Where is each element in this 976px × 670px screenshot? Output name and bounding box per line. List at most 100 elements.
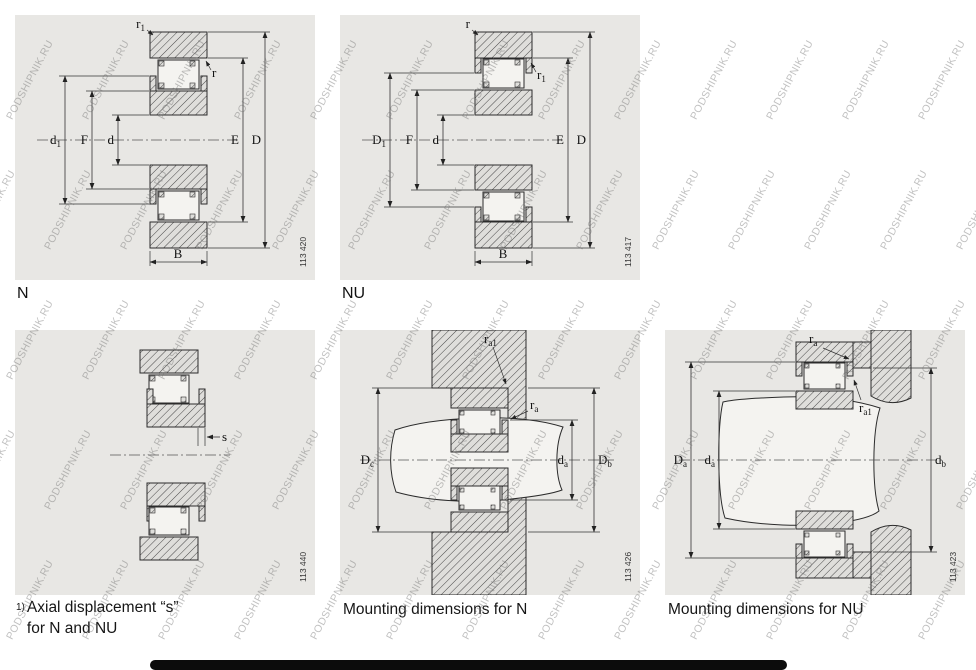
dim-label: B (174, 246, 183, 261)
dim-label: da (558, 452, 569, 469)
dim-label: db (935, 452, 947, 469)
dim-D: D (208, 31, 270, 249)
caption-line: Axial displacement “s” (26, 599, 179, 616)
dim-r: r (205, 60, 217, 80)
caption-mounting-nu: Mounting dimensions for NU (668, 599, 864, 620)
dim-ra1: ra1 (484, 331, 507, 385)
watermark-text: PODSHIPNIK.RU (954, 168, 976, 252)
dim-F: F (406, 89, 474, 191)
watermark-text: PODSHIPNIK.RU (802, 168, 854, 252)
cage-marks (459, 487, 496, 510)
caption-line: Mounting dimensions for N (343, 601, 528, 618)
figure-number: 113 423 (948, 552, 958, 582)
cage-marks (149, 507, 187, 535)
bearing-section-bottom (139, 482, 206, 561)
dim-label: s (222, 429, 227, 444)
inner-ring (149, 164, 208, 190)
dim-label: ra1 (859, 400, 872, 417)
watermark-text: PODSHIPNIK.RU (764, 38, 816, 122)
panel-axial-displacement: s 113 440 (15, 330, 315, 595)
inner-ring-flange (200, 75, 208, 92)
shaft-shoulder (852, 551, 872, 579)
watermark-text: PODSHIPNIK.RU (650, 168, 702, 252)
dim-F: F (81, 90, 149, 190)
dim-Db: Db (528, 387, 612, 533)
dim-da: da (705, 390, 795, 530)
watermark-text: PODSHIPNIK.RU (688, 38, 740, 122)
dim-label: d (108, 132, 115, 147)
inner-ring-flange (149, 75, 157, 92)
dim-d1: d1 (50, 75, 149, 205)
inner-ring-flange (450, 419, 458, 435)
dim-label: r1 (537, 67, 546, 84)
watermark-text: PODSHIPNIK.RU (916, 38, 968, 122)
cage-marks (483, 192, 521, 221)
bearing-section-bottom (450, 467, 509, 533)
inner-ring-flange (146, 388, 154, 405)
caption-line: for N and NU (26, 620, 118, 637)
dim-D: D (533, 31, 595, 249)
dim-s: s (197, 428, 227, 446)
shaft-section (870, 329, 912, 404)
dim-ra: ra (809, 331, 850, 360)
dim-B: B (474, 246, 533, 266)
watermark-text: PODSHIPNIK.RU (840, 38, 892, 122)
dim-r1: r1 (530, 62, 546, 84)
dim-d: d (108, 114, 149, 166)
cage-marks (804, 363, 841, 389)
inner-ring (149, 90, 208, 116)
dim-B: B (149, 246, 208, 266)
outer-ring-flange (525, 57, 533, 74)
outer-ring-flange (846, 361, 854, 377)
outer-ring (795, 341, 854, 363)
drawing-mounting-nu: Da da db ra ra1 113 423 (674, 329, 958, 596)
dim-Dc: Dc (361, 387, 432, 533)
cage-marks (483, 59, 521, 88)
panel-figure-nu: D1 F d E D B r r1 113 417 (340, 15, 640, 280)
inner-ring (450, 467, 509, 487)
drawing-axial: s 113 440 (110, 349, 308, 582)
drawing-mounting-n: Dc da Db ra1 ra 113 426 (360, 329, 633, 596)
dim-r1: r1 (136, 16, 154, 36)
bearing-section-top (795, 341, 854, 410)
label-nu: NU (342, 285, 366, 302)
cage-marks (804, 532, 841, 556)
outer-ring (149, 221, 208, 249)
panel-mounting-nu: Da da db ra ra1 113 423 (665, 329, 965, 596)
outer-ring-flange (525, 206, 533, 223)
bearing-section-top (474, 31, 533, 116)
inner-ring-flange (200, 188, 208, 205)
dim-ra: ra (510, 397, 538, 420)
outer-ring-flange (795, 543, 803, 559)
caption-line: Mounting dimensions for NU (668, 601, 864, 618)
inner-ring-flange (450, 485, 458, 501)
cage-marks (158, 191, 196, 220)
inner-ring-flange (198, 505, 206, 522)
dim-label: Da (674, 452, 687, 469)
dim-label: r (466, 16, 471, 31)
inner-ring-flange (149, 188, 157, 205)
bearing-section-bottom (474, 164, 533, 249)
bearing-section-top (139, 349, 206, 428)
dim-db: db (873, 367, 947, 553)
dim-label: D1 (372, 132, 386, 149)
dim-label: F (406, 132, 413, 147)
outer-ring-flange (846, 543, 854, 559)
bearing-section-top (450, 387, 509, 453)
inner-ring (146, 403, 206, 428)
bearing-section-top (149, 31, 208, 116)
dim-label: E (556, 132, 564, 147)
drawing-nu: D1 F d E D B r r1 113 417 (362, 16, 633, 267)
dim-label: r (212, 65, 217, 80)
inner-ring (795, 390, 854, 410)
housing-break-section (718, 396, 881, 526)
dim-D1: D1 (372, 72, 474, 208)
outer-ring (450, 387, 509, 409)
dim-label: E (231, 132, 239, 147)
inner-ring-flange (501, 485, 509, 501)
label-n: N (17, 285, 29, 302)
inner-ring (795, 510, 854, 530)
dim-label: Db (598, 452, 612, 469)
bearing-section-bottom (149, 164, 208, 249)
dim-da: da (510, 419, 578, 501)
